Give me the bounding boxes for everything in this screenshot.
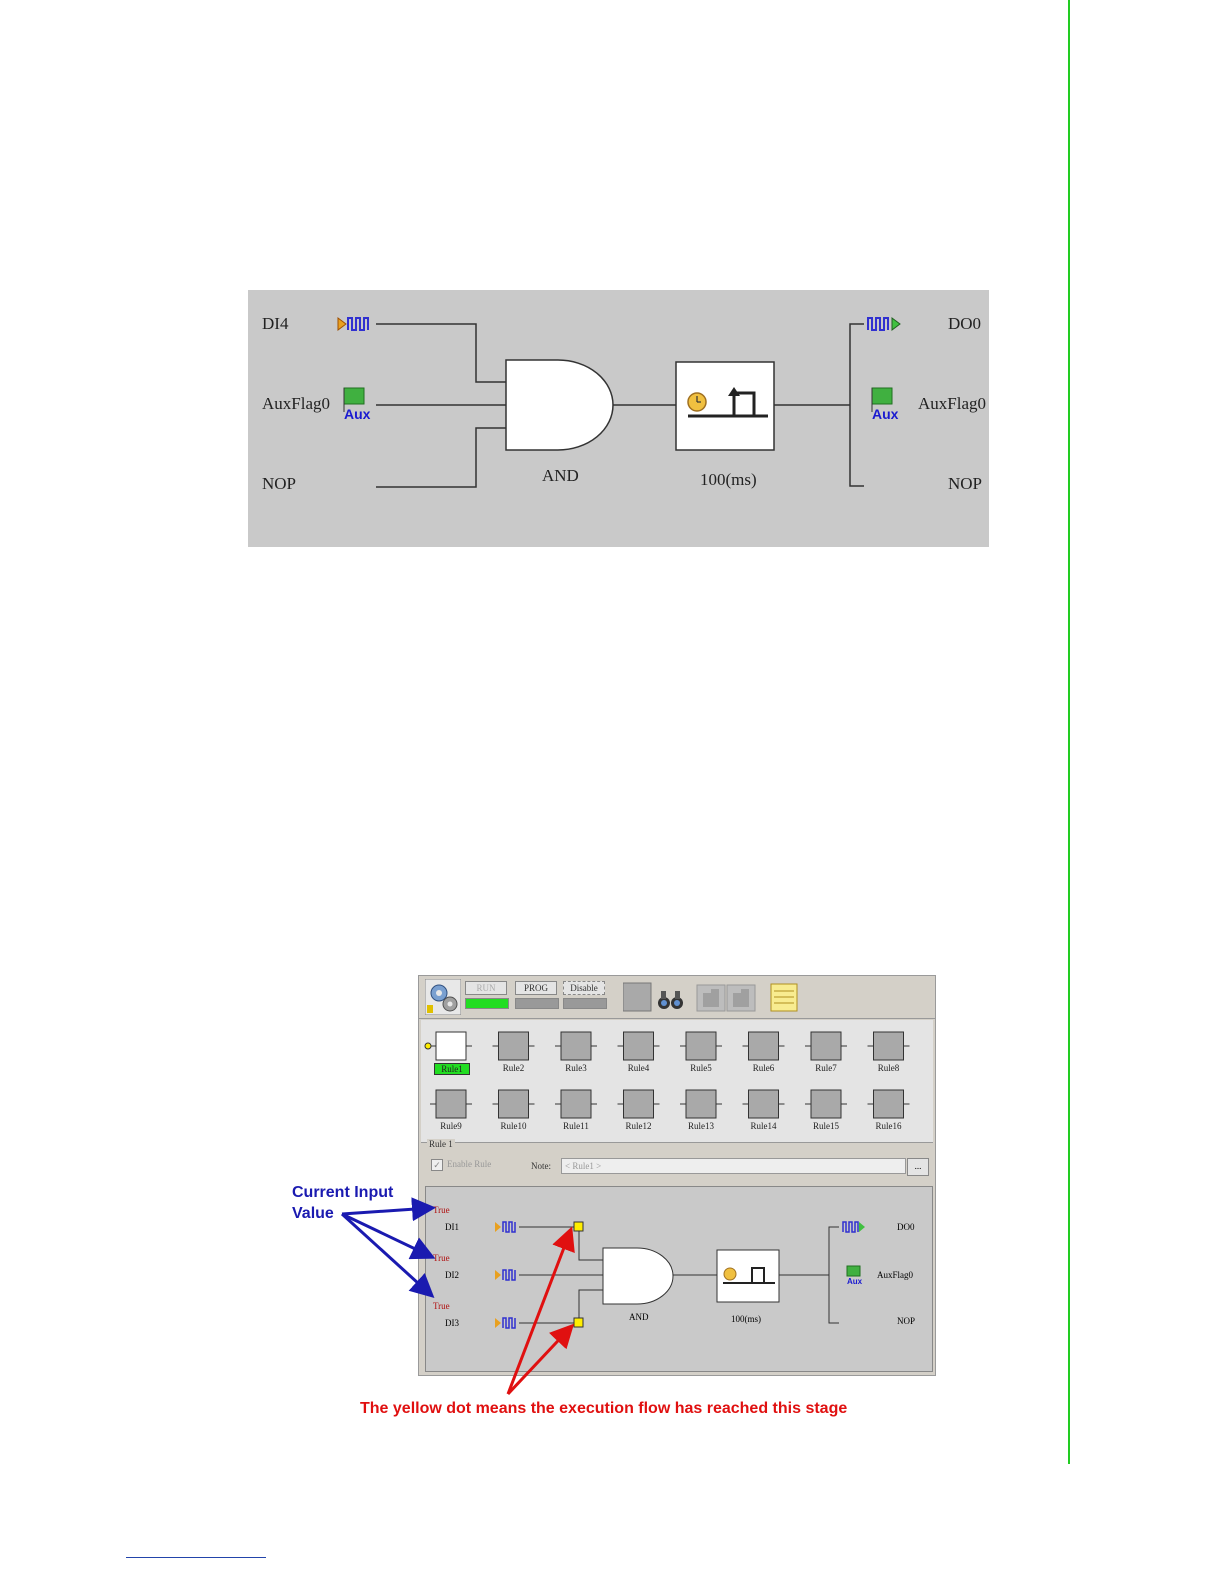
digital-output-icon bbox=[842, 1221, 865, 1233]
output-label: AuxFlag0 bbox=[918, 394, 986, 413]
rule-label[interactable]: Rule2 bbox=[502, 1063, 525, 1073]
output-label: DO0 bbox=[897, 1222, 915, 1232]
digital-input-icon bbox=[495, 1317, 516, 1329]
rule-canvas-wires bbox=[495, 1221, 865, 1329]
binoculars-icon bbox=[658, 991, 683, 1009]
upload-icon bbox=[696, 984, 726, 1012]
output-label: NOP bbox=[948, 474, 983, 493]
yellow-dot-annotation: The yellow dot means the execution flow … bbox=[360, 1400, 848, 1417]
aux-flag-output-icon bbox=[871, 387, 893, 412]
yellow-dot bbox=[573, 1221, 584, 1232]
rule-label[interactable]: Rule14 bbox=[750, 1121, 777, 1131]
settings-gears-icon[interactable] bbox=[425, 979, 461, 1015]
aux-flag-output-icon bbox=[846, 1265, 861, 1277]
current-input-annotation: Current Input Value bbox=[292, 1182, 393, 1224]
disable-button[interactable]: Disable bbox=[563, 981, 605, 995]
logic-diagram: Aux Aux DI4 AuxFlag0 NOP AND 100(ms) DO0… bbox=[248, 290, 989, 547]
output-label: AuxFlag0 bbox=[877, 1270, 913, 1280]
rule-block[interactable] bbox=[748, 1031, 779, 1061]
rule-label[interactable]: Rule10 bbox=[500, 1121, 527, 1131]
stop-icon bbox=[623, 982, 652, 1012]
aux-text: Aux bbox=[847, 1277, 863, 1286]
and-gate bbox=[602, 1247, 674, 1305]
run-button[interactable]: RUN bbox=[465, 981, 507, 995]
note-input[interactable]: < Rule1 > bbox=[561, 1158, 906, 1174]
input-label: DI3 bbox=[445, 1318, 459, 1328]
rule-label[interactable]: Rule16 bbox=[875, 1121, 902, 1131]
rule-block[interactable] bbox=[560, 1089, 592, 1119]
rule-block[interactable] bbox=[685, 1031, 717, 1061]
rule-block[interactable] bbox=[435, 1031, 467, 1061]
rule-label[interactable]: Rule13 bbox=[688, 1121, 714, 1131]
rule-label[interactable]: Rule12 bbox=[625, 1121, 652, 1131]
input-value: True bbox=[433, 1205, 450, 1215]
rule-label[interactable]: Rule7 bbox=[815, 1063, 837, 1073]
rule-label[interactable]: Rule15 bbox=[813, 1121, 839, 1131]
disable-indicator bbox=[563, 998, 607, 1009]
download-icon bbox=[726, 984, 756, 1012]
annotation-line: Current Input bbox=[292, 1184, 394, 1201]
rule-block[interactable] bbox=[435, 1089, 467, 1119]
margin-rule bbox=[1068, 0, 1070, 1464]
rule-label[interactable]: Rule11 bbox=[563, 1121, 589, 1131]
input-value: True bbox=[433, 1253, 450, 1263]
input-label: AuxFlag0 bbox=[262, 394, 330, 413]
output-label: DO0 bbox=[948, 314, 982, 333]
toolbar-icons bbox=[623, 982, 798, 1012]
notepad-icon bbox=[770, 983, 798, 1012]
input-label: DI2 bbox=[445, 1270, 459, 1280]
rule-label[interactable]: Rule8 bbox=[877, 1063, 900, 1073]
aux-flag-icon bbox=[343, 387, 365, 412]
gate-label: AND bbox=[542, 466, 579, 485]
logic-diagram-wires bbox=[337, 317, 901, 488]
aux-text: Aux bbox=[344, 406, 371, 422]
rule-label[interactable]: Rule1 bbox=[434, 1063, 470, 1075]
rule-label[interactable]: Rule9 bbox=[440, 1121, 462, 1131]
rule-block[interactable] bbox=[873, 1031, 904, 1061]
input-label: DI4 bbox=[262, 314, 289, 333]
rule-block[interactable] bbox=[560, 1031, 592, 1061]
enable-label: Enable Rule bbox=[447, 1159, 492, 1169]
rule-block[interactable] bbox=[748, 1089, 779, 1119]
gate-label: AND bbox=[629, 1312, 649, 1322]
rule-label[interactable]: Rule4 bbox=[627, 1063, 650, 1073]
rule-block[interactable] bbox=[810, 1031, 842, 1061]
rule-label[interactable]: Rule6 bbox=[752, 1063, 775, 1073]
rule-label[interactable]: Rule3 bbox=[565, 1063, 587, 1073]
run-indicator bbox=[465, 998, 509, 1009]
and-gate bbox=[505, 359, 614, 451]
rules-grid bbox=[424, 1031, 910, 1119]
aux-text-output: Aux bbox=[872, 406, 899, 422]
prog-indicator bbox=[515, 998, 559, 1009]
digital-input-icon bbox=[495, 1269, 516, 1281]
digital-input-icon bbox=[495, 1221, 516, 1233]
input-label: NOP bbox=[262, 474, 297, 493]
rule-block[interactable] bbox=[498, 1031, 529, 1061]
group-label: Rule 1 bbox=[427, 1139, 455, 1149]
rule-block[interactable] bbox=[498, 1089, 529, 1119]
rule-label[interactable]: Rule5 bbox=[690, 1063, 712, 1073]
timer-label: 100(ms) bbox=[731, 1314, 761, 1324]
yellow-dot bbox=[573, 1317, 584, 1328]
input-label: DI1 bbox=[445, 1222, 459, 1232]
yellow-dot bbox=[424, 1042, 432, 1050]
note-label: Note: bbox=[531, 1161, 551, 1171]
browse-button[interactable]: ... bbox=[907, 1158, 929, 1176]
output-label: NOP bbox=[897, 1316, 916, 1326]
digital-input-icon bbox=[337, 317, 369, 331]
annotation-line: Value bbox=[292, 1205, 334, 1222]
timer-label: 100(ms) bbox=[700, 470, 757, 489]
input-value: True bbox=[433, 1301, 450, 1311]
enable-checkbox[interactable]: ✓ bbox=[431, 1159, 443, 1171]
digital-output-icon bbox=[867, 317, 901, 331]
footer-rule bbox=[126, 1557, 266, 1558]
prog-button[interactable]: PROG bbox=[515, 981, 557, 995]
